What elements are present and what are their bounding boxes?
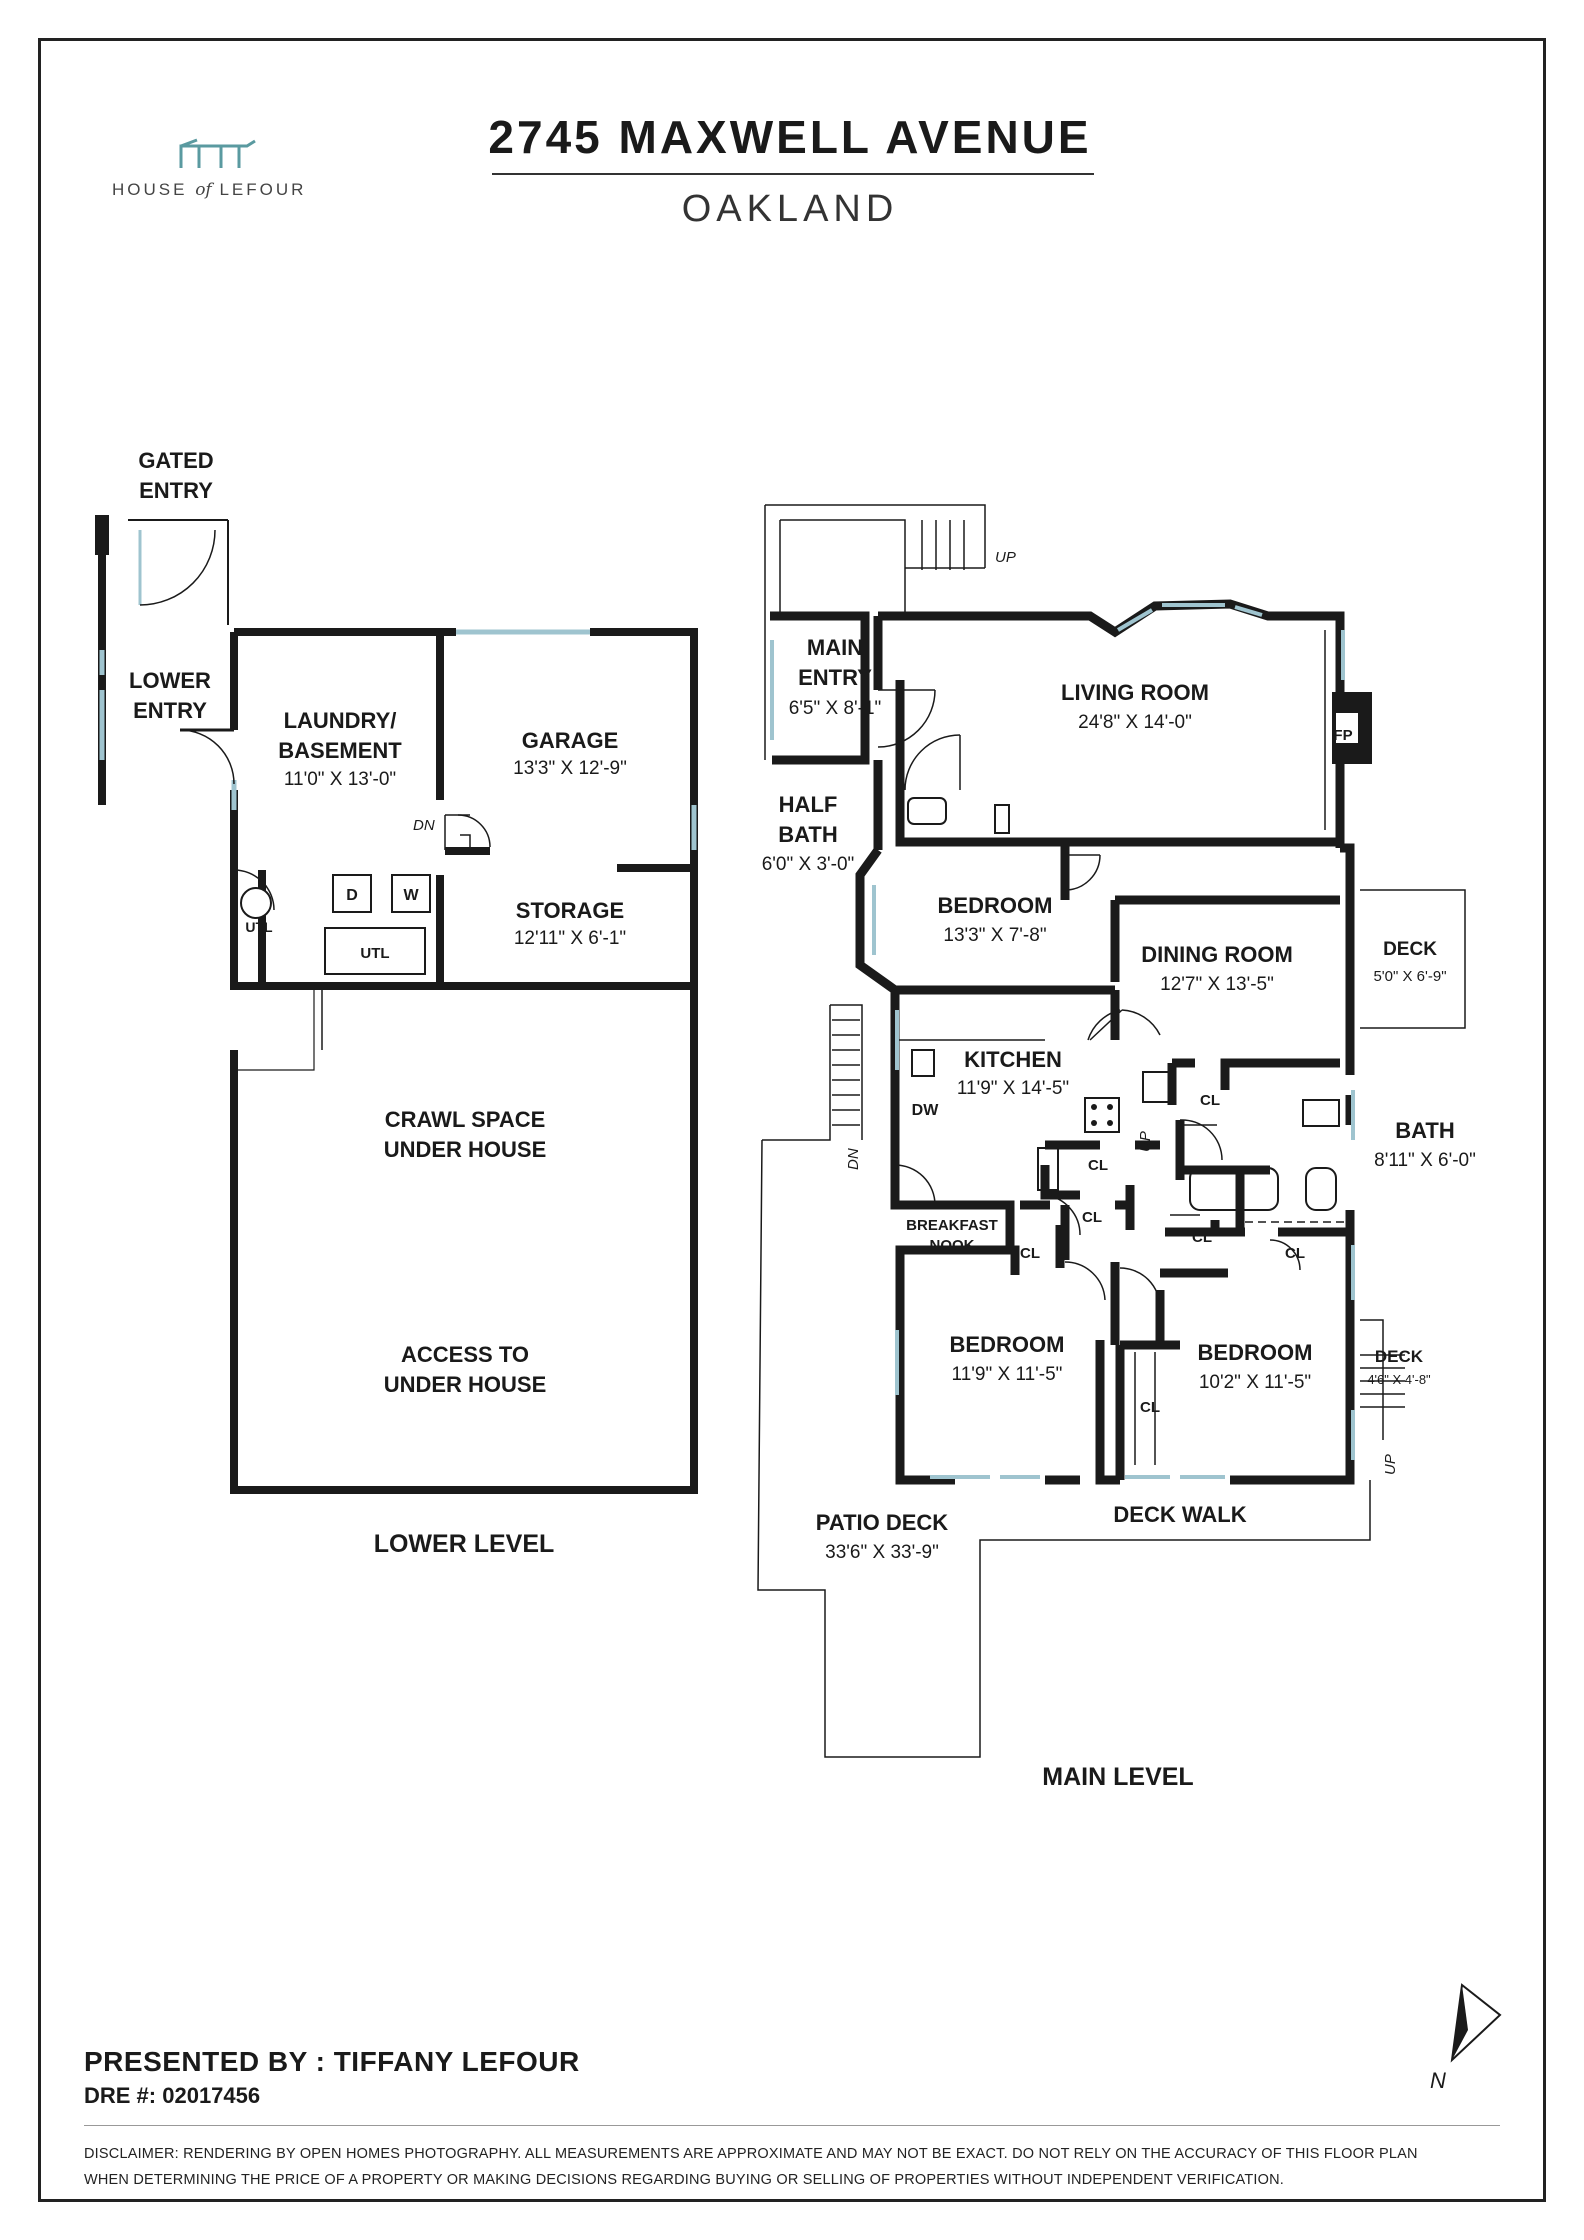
closet-label-6: CL [1285, 1245, 1305, 1262]
deck-2-dims: 4'6" X 4'-8" [1367, 1372, 1431, 1387]
gated-entry-label-1: GATED [138, 448, 213, 473]
main-level-plan: MAIN ENTRY LIVING ROOM HALF BATH BEDROOM… [757, 504, 1476, 1791]
bedroom-1-label: BEDROOM [938, 893, 1053, 918]
bath-dims: 8'11" X 6'-0" [1374, 1150, 1476, 1171]
closet-label-5: CL [1192, 1229, 1212, 1246]
disclaimer-line-2: WHEN DETERMINING THE PRICE OF A PROPERTY… [84, 2172, 1284, 2188]
laundry-label-1: LAUNDRY/ [284, 708, 397, 733]
washer-icon [391, 874, 431, 913]
utility-tank-icon [240, 887, 272, 919]
deck-1-label: DECK [1383, 939, 1437, 960]
closet-label-1: CL [1200, 1092, 1220, 1109]
north-label: N [1430, 2068, 1446, 2093]
fireplace-label: FP [1333, 727, 1352, 744]
bathtub-icon [1189, 1167, 1279, 1211]
crawl-space-label-1: CRAWL SPACE [385, 1107, 546, 1132]
lower-entry-label-2: ENTRY [133, 698, 207, 723]
laundry-label-2: BASEMENT [278, 738, 402, 763]
title-divider [492, 173, 1094, 175]
half-bath-label-1: HALF [779, 792, 838, 817]
disclaimer: DISCLAIMER: RENDERING BY OPEN HOMES PHOT… [84, 2141, 1504, 2193]
breakfast-nook-label-1: BREAKFAST [906, 1217, 998, 1234]
crawl-space-label-2: UNDER HOUSE [384, 1137, 547, 1162]
lower-level-label: LOWER LEVEL [374, 1530, 555, 1558]
garage-label: GARAGE [522, 728, 619, 753]
garage-dims: 13'3" X 12'-9" [513, 758, 627, 779]
storage-label: STORAGE [516, 898, 624, 923]
lower-level-plan: D W UTL UTL DN GATED ENTRY LOWER ENTRY L… [95, 448, 698, 1558]
lower-entry-label-1: LOWER [129, 668, 211, 693]
page-subtitle: OAKLAND [681, 188, 899, 230]
logo-house-icon [179, 138, 256, 168]
bath-label: BATH [1395, 1118, 1454, 1143]
north-arrow-icon: N [1430, 1983, 1502, 2093]
deck-1-dims: 5'0" X 6'-9" [1373, 968, 1446, 985]
deck-2-label: DECK [1375, 1347, 1424, 1366]
closet-label-3: CL [1082, 1209, 1102, 1226]
stairs-down-label: DN [845, 1148, 862, 1170]
living-room-label: LIVING ROOM [1061, 680, 1209, 705]
bedroom-3-label: BEDROOM [1198, 1340, 1313, 1365]
bedroom-1-dims: 13'3" X 7'-8" [943, 925, 1046, 946]
page-title: 2745 MAXWELL AVENUE [488, 111, 1092, 163]
bedroom-2-dims: 11'9" X 11'-5" [952, 1364, 1063, 1385]
house-of-lefour-logo: HOUSE of LEFOUR [112, 138, 332, 200]
access-label-1: ACCESS TO [401, 1342, 529, 1367]
kitchen-dims: 11'9" X 14'-5" [957, 1078, 1069, 1099]
kitchen-sink-icon [911, 1049, 935, 1077]
half-bath-sink-icon [994, 804, 1010, 834]
bedroom-3-dims: 10'2" X 11'-5" [1199, 1372, 1311, 1393]
bedroom-2-label: BEDROOM [950, 1332, 1065, 1357]
logo-text: HOUSE of LEFOUR [112, 180, 307, 200]
half-bath-dims: 6'0" X 3'-0" [762, 854, 855, 875]
utl-label-2: UTL [360, 945, 389, 962]
main-entry-label-2: ENTRY [798, 665, 872, 690]
kitchen-label: KITCHEN [964, 1047, 1062, 1072]
storage-dims: 12'11" X 6'-1" [514, 928, 626, 949]
dishwasher-label: DW [912, 1102, 940, 1119]
dryer-label: D [346, 887, 358, 904]
dining-room-label: DINING ROOM [1141, 942, 1293, 967]
dryer-icon [332, 874, 372, 913]
living-room-dims: 24'8" X 14'-0" [1078, 712, 1192, 733]
access-label-2: UNDER HOUSE [384, 1372, 547, 1397]
closet-label-4: CL [1020, 1245, 1040, 1262]
main-entry-label-1: MAIN [807, 635, 863, 660]
disclaimer-line-1: DISCLAIMER: RENDERING BY OPEN HOMES PHOT… [84, 2146, 1418, 2162]
washer-label: W [403, 887, 419, 904]
bath-toilet-icon [1305, 1167, 1337, 1211]
stairs-down-label: DN [413, 817, 435, 834]
utl-label-1: UTL [245, 919, 273, 935]
stove-icon [1084, 1097, 1120, 1133]
patio-deck-dims: 33'6" X 33'-9" [825, 1542, 939, 1563]
breakfast-nook-label-2: NOOK [930, 1237, 975, 1254]
dre-number: DRE #: 02017456 [84, 2083, 261, 2108]
laundry-dims: 11'0" X 13'-0" [284, 769, 396, 790]
disclaimer-divider [84, 2125, 1500, 2126]
dining-room-dims: 12'7" X 13'-5" [1160, 974, 1274, 995]
deck-stairs-up-label: UP [1382, 1454, 1399, 1475]
presenter-name: PRESENTED BY : TIFFANY LEFOUR [84, 2046, 580, 2077]
gated-entry-label-2: ENTRY [139, 478, 213, 503]
closet-cl-box-1 [1142, 1071, 1172, 1103]
closet-label-7: CL [1140, 1399, 1160, 1416]
stairs-up-label: UP [1137, 1131, 1154, 1152]
bath-sink-icon [1302, 1099, 1340, 1127]
entry-stairs-up-label: UP [995, 549, 1016, 566]
half-bath-label-2: BATH [778, 822, 837, 847]
half-bath-toilet-icon [907, 797, 947, 825]
patio-deck-label: PATIO DECK [816, 1510, 949, 1535]
utility-box-icon [324, 927, 426, 975]
fridge-icon [1037, 1147, 1059, 1191]
deck-walk-label: DECK WALK [1113, 1502, 1246, 1527]
main-level-label: MAIN LEVEL [1042, 1763, 1193, 1791]
page-border [38, 38, 1546, 2202]
closet-label-2: CL [1088, 1157, 1108, 1174]
main-entry-dims: 6'5" X 8'-1" [789, 698, 882, 719]
